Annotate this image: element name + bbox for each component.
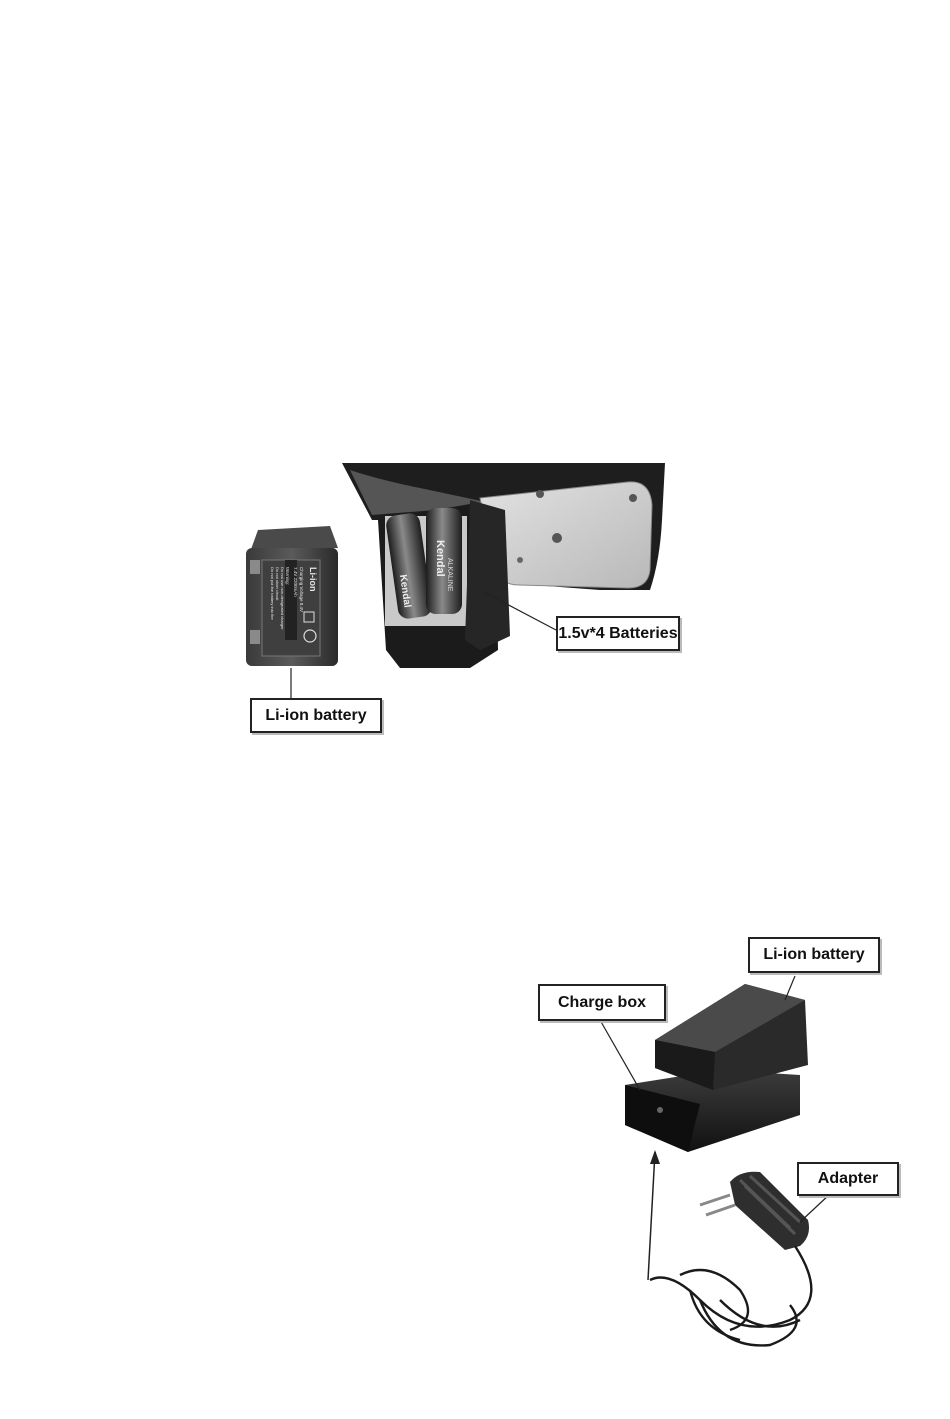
leader-line bbox=[600, 1020, 640, 1090]
pack-chem-text: Li-ion bbox=[308, 567, 318, 592]
pack-warning-text: Do not put the battery into fire bbox=[270, 567, 275, 620]
aa-cell: Kendal ALKALINE bbox=[426, 508, 462, 614]
liion-battery-pack: Li-ion Charging Voltage 8.4V 7.4V 2200mA… bbox=[246, 526, 338, 666]
cell-brand-text: Kendal bbox=[434, 540, 446, 577]
leader-line bbox=[800, 1194, 830, 1222]
arrow-head-icon bbox=[650, 1150, 660, 1164]
callout-aa-batteries: 1.5v*4 Batteries bbox=[556, 616, 680, 651]
tripod-mount-icon bbox=[552, 533, 562, 543]
callout-charge-box: Charge box bbox=[538, 984, 666, 1021]
connection-arrow bbox=[648, 1152, 655, 1280]
adapter-cable bbox=[650, 1246, 811, 1345]
callout-liion-battery-bottom: Li-ion battery bbox=[748, 937, 880, 973]
cell-type-text: ALKALINE bbox=[446, 558, 453, 592]
callout-liion-battery: Li-ion battery bbox=[250, 698, 382, 733]
adapter bbox=[700, 1172, 809, 1250]
pack-spec-text: 7.4V 2200mAh bbox=[293, 567, 298, 597]
callout-adapter: Adapter bbox=[797, 1162, 899, 1196]
pack-spec-text: Charging Voltage 8.4V bbox=[299, 567, 304, 612]
